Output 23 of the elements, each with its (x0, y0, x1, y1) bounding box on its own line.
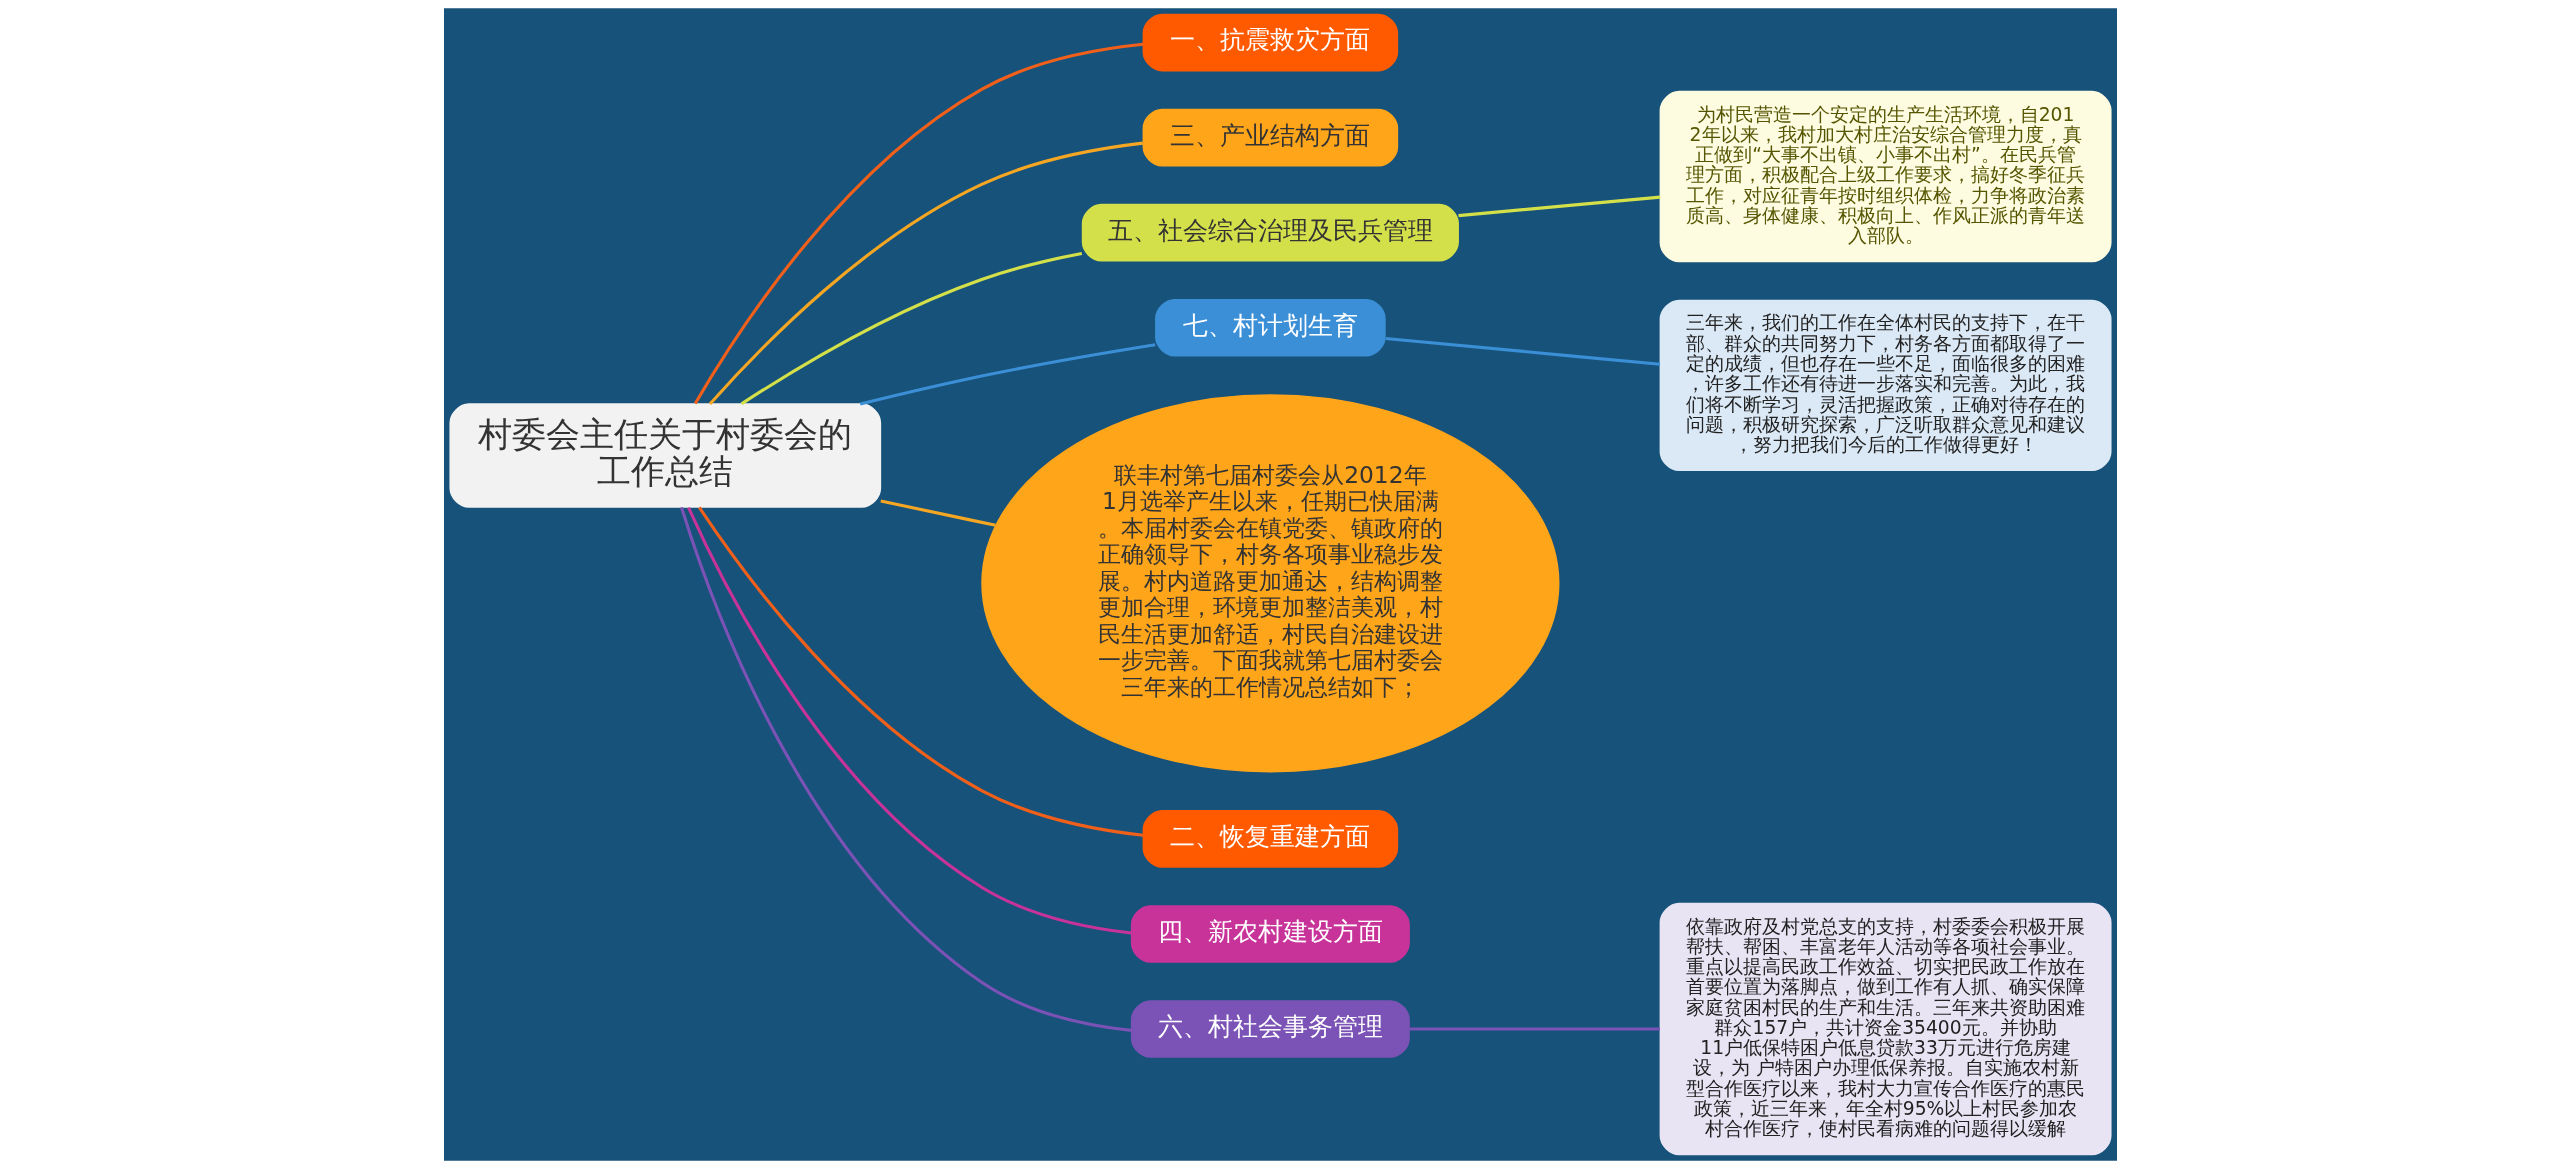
node-box: 二、恢复重建方面 (1142, 810, 1398, 868)
connector (693, 42, 1143, 405)
node-box: 一、抗震救灾方面 (1142, 13, 1398, 72)
connector (708, 141, 1143, 406)
node-box: 六、村社会事务管理 (1130, 1000, 1410, 1058)
connector (686, 507, 1131, 935)
connector (879, 499, 996, 527)
node-box: 村委会主任关于村委会的工作总结 (448, 403, 881, 508)
connector (1408, 1027, 1660, 1031)
node-box: 三、产业结构方面 (1142, 108, 1398, 167)
node-box: 三年来，我们的工作在全体村民的支持下，在干部、群众的共同努力下，村务各方面都取得了一定的成绩，但也存在一些不足，面临很多的困难，许多工作还有待进一步落实和完善。为此，我们将不断学习，灵活把握政策，正确对待存在的问题，积极研究探索，广泛听取群众意见和建议，努力把我们今后的工作做得更好！ (1659, 299, 2112, 472)
connector (740, 251, 1082, 406)
node-box: 五、社会综合治理及民兵管理 (1081, 203, 1459, 262)
connector (859, 343, 1155, 406)
connector (679, 506, 1131, 1032)
connector (1385, 336, 1660, 366)
node-ellipse: 联丰村第七届村委会从2012年1月选举产生以来，任期已快届满。本届村委会在镇党委、镇政府的正确领导下，村务各项事业稳步发展。村内道路更加通达，结构调整更加合理，环境更加整洁美观，村民生活更加舒适，村民自治建设进一步完善。下面我就第七届村委会三年来的工作情况总结如下； (980, 394, 1559, 773)
connector (1457, 195, 1660, 218)
node-box: 七、村计划生育 (1154, 298, 1386, 357)
connector (697, 506, 1143, 837)
node-box: 四、新农村建设方面 (1130, 905, 1410, 963)
node-box: 依靠政府及村党总支的支持，村委委会积极开展帮扶、帮困、丰富老年人活动等各项社会事业。重点以提高民政工作效益、切实把民政工作放在首要位置为落脚点，做到工作有人抓、确实保障家庭贫困村民的生产和生活。三年来共资助困难群众157户，共计资金35400元。并协助11户低保特困户低息贷款33万元进行危房建设，为 户特困户办理低保养报。自实施农村新型合作医疗以来，我村大力宣传合作医疗的惠民政策，近三年来，年全村95%以上村民参加农村合作医疗，使村民看病难的问题得以缓解 (1659, 902, 2112, 1156)
node-box: 为村民营造一个安定的生产生活环境，自2012年以来，我村加大村庄治安综合管理力度，真正做到“大事不出镇、小事不出村”。在民兵管理方面，积极配合上级工作要求，搞好冬季征兵工作，对应征青年按时组织体检，力争将政治素质高、身体健康、积极向上、作风正派的青年送入部队。 (1659, 90, 2112, 263)
